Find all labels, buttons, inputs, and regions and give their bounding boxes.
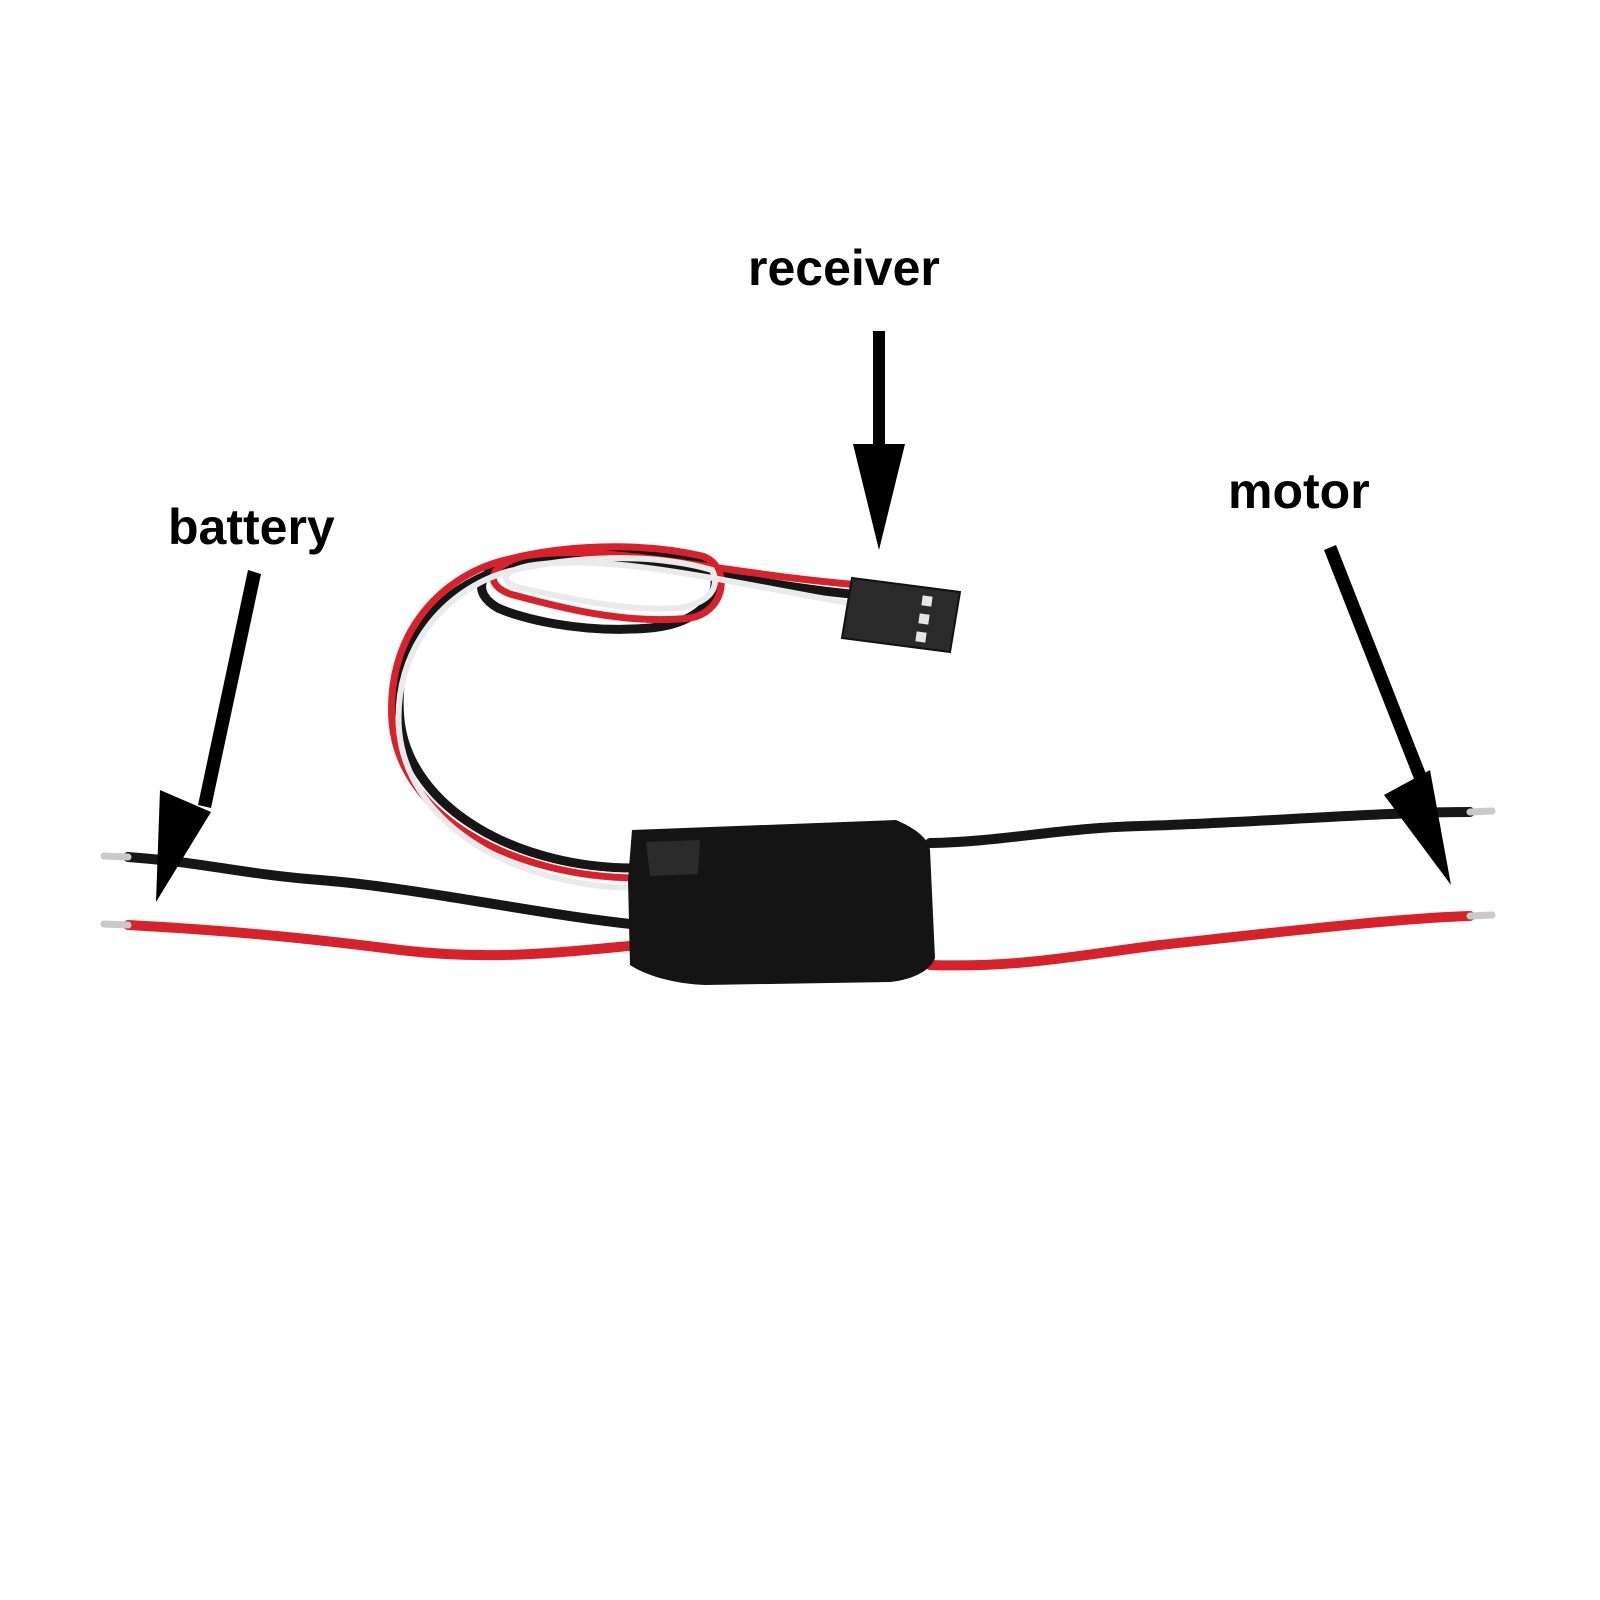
battery-arrow <box>156 570 261 902</box>
connector-housing <box>840 576 962 654</box>
receiver-arrow <box>853 331 905 550</box>
connector-pin-1 <box>921 595 933 607</box>
motor-arrow-shaft <box>1324 545 1430 789</box>
motor-label: motor <box>1228 463 1370 519</box>
motor-wire-black <box>925 807 1475 848</box>
battery-black-tip <box>100 852 132 861</box>
signal-wire-red <box>388 543 864 882</box>
receiver-arrow-shaft <box>873 331 885 451</box>
connector-pin-2 <box>918 613 930 625</box>
receiver-signal-lead <box>388 543 865 891</box>
motor-arrow-head <box>1384 770 1451 885</box>
receiver-arrow-head <box>853 444 905 550</box>
battery-wire-red <box>123 920 645 961</box>
signal-wire-white <box>395 555 863 891</box>
motor-red-tip <box>1466 911 1496 920</box>
connector-pin-3 <box>915 631 927 643</box>
esc-highlight <box>646 840 700 876</box>
battery-red-tip <box>100 920 132 929</box>
signal-wire-black <box>394 549 865 873</box>
motor-leads <box>925 807 1496 971</box>
battery-arrow-head <box>156 790 211 902</box>
esc-module <box>628 820 935 985</box>
motor-wire-red <box>925 911 1475 971</box>
receiver-label: receiver <box>748 240 940 296</box>
battery-label: battery <box>168 499 335 555</box>
esc-heatshrink-body <box>628 820 935 985</box>
motor-black-tip <box>1466 807 1496 816</box>
battery-wire-black <box>123 852 645 930</box>
motor-arrow <box>1324 545 1451 885</box>
receiver-connector <box>840 576 962 654</box>
battery-arrow-shaft <box>198 570 261 808</box>
battery-leads <box>100 852 645 961</box>
